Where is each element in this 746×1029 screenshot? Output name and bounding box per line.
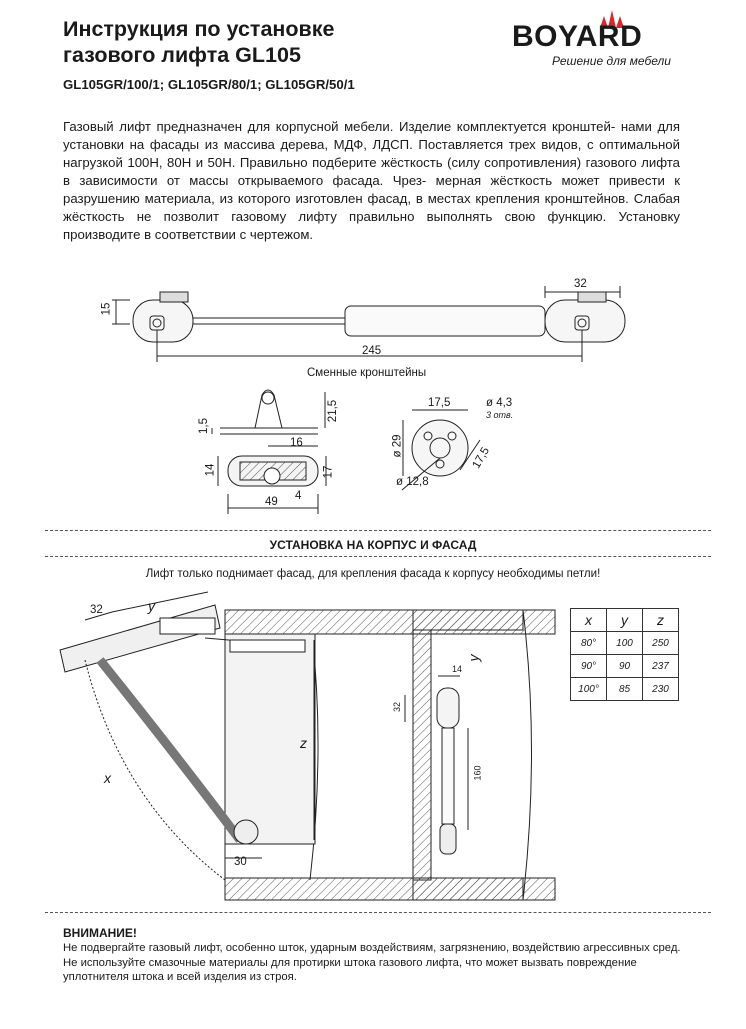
dim-lift-length: 245 — [362, 345, 382, 357]
xyz-table: x y z 80° 100 250 90° 90 237 100° 85 230 — [570, 608, 679, 701]
install-note: Лифт только поднимает фасад, для креплен… — [145, 568, 601, 580]
intro-paragraph: Газовый лифт предназначен для корпусной … — [63, 119, 680, 242]
table-row: 100° 85 230 — [570, 677, 679, 701]
warning-divider — [45, 912, 711, 913]
right-dim-32: 32 — [392, 701, 403, 713]
right-dim-14: 14 — [452, 664, 463, 674]
table-cell: 80° — [570, 631, 607, 655]
table-cell: 90° — [570, 654, 607, 678]
flame-icon — [600, 10, 624, 28]
install-left-drawing — [59, 591, 556, 901]
brackets-caption: Сменные кронштейны — [307, 367, 427, 379]
dim-14: 14 — [204, 463, 217, 477]
dim-29: ø 29 — [391, 434, 404, 458]
table-cell: 230 — [642, 677, 679, 701]
table-cell: 250 — [642, 631, 679, 655]
right-y: y — [465, 654, 482, 662]
left-dim-30: 30 — [234, 856, 247, 868]
page-title: Инструкция по установке газового лифта G… — [63, 16, 483, 68]
holes-count: 3 отв. — [486, 410, 514, 420]
dim-lift-height: 15 — [100, 302, 113, 316]
left-z: z — [300, 735, 307, 751]
brand-logo: BOYARD Решение для мебели — [512, 4, 672, 74]
model-list: GL105GR/100/1; GL105GR/80/1; GL105GR/50/… — [63, 77, 355, 92]
dim-49: 49 — [265, 496, 278, 508]
slogan: Решение для мебели — [552, 54, 671, 68]
left-y: y — [148, 598, 155, 614]
dim-12-8: ø 12,8 — [396, 476, 429, 488]
dim-4: 4 — [295, 490, 302, 502]
dim-21-5: 21,5 — [327, 399, 340, 423]
table-cell: 100° — [570, 677, 607, 701]
dim-hole-diameter: ø 4,3 — [486, 397, 513, 409]
table-row: 90° 90 237 — [570, 654, 679, 678]
table-cell: 90 — [606, 654, 643, 678]
table-cell: 100 — [606, 631, 643, 655]
dim-1-5: 1,5 — [198, 418, 210, 434]
warning-title: ВНИМАНИЕ! — [63, 926, 137, 940]
logo-text: BOYARD — [512, 20, 643, 53]
section-divider-top — [45, 530, 711, 531]
table-header: y — [606, 608, 643, 632]
section-divider-bottom — [45, 556, 711, 557]
right-dim-160: 160 — [472, 765, 483, 781]
title-line-1: Инструкция по установке — [63, 17, 335, 41]
dim-17-5-top: 17,5 — [428, 397, 451, 409]
table-header: z — [642, 608, 679, 632]
table-header: x — [570, 608, 607, 632]
title-line-2: газового лифта GL105 — [63, 43, 301, 67]
warning-text: Не подвергайте газовый лифт, особенно шт… — [63, 942, 681, 983]
table-cell: 237 — [642, 654, 679, 678]
table-row: 80° 100 250 — [570, 631, 679, 655]
bracket-side-view — [211, 389, 326, 447]
table-header-row: x y z — [570, 608, 679, 632]
left-x: x — [104, 770, 111, 786]
dim-17-5-side: 17,5 — [470, 445, 492, 471]
left-dim-32: 32 — [90, 604, 103, 616]
dim-lift-end: 32 — [574, 278, 587, 290]
dim-17: 17 — [322, 465, 335, 479]
dim-16: 16 — [290, 437, 303, 449]
install-right-drawing — [404, 609, 532, 901]
install-section-title: УСТАНОВКА НА КОРПУС И ФАСАД — [269, 538, 477, 552]
table-cell: 85 — [606, 677, 643, 701]
